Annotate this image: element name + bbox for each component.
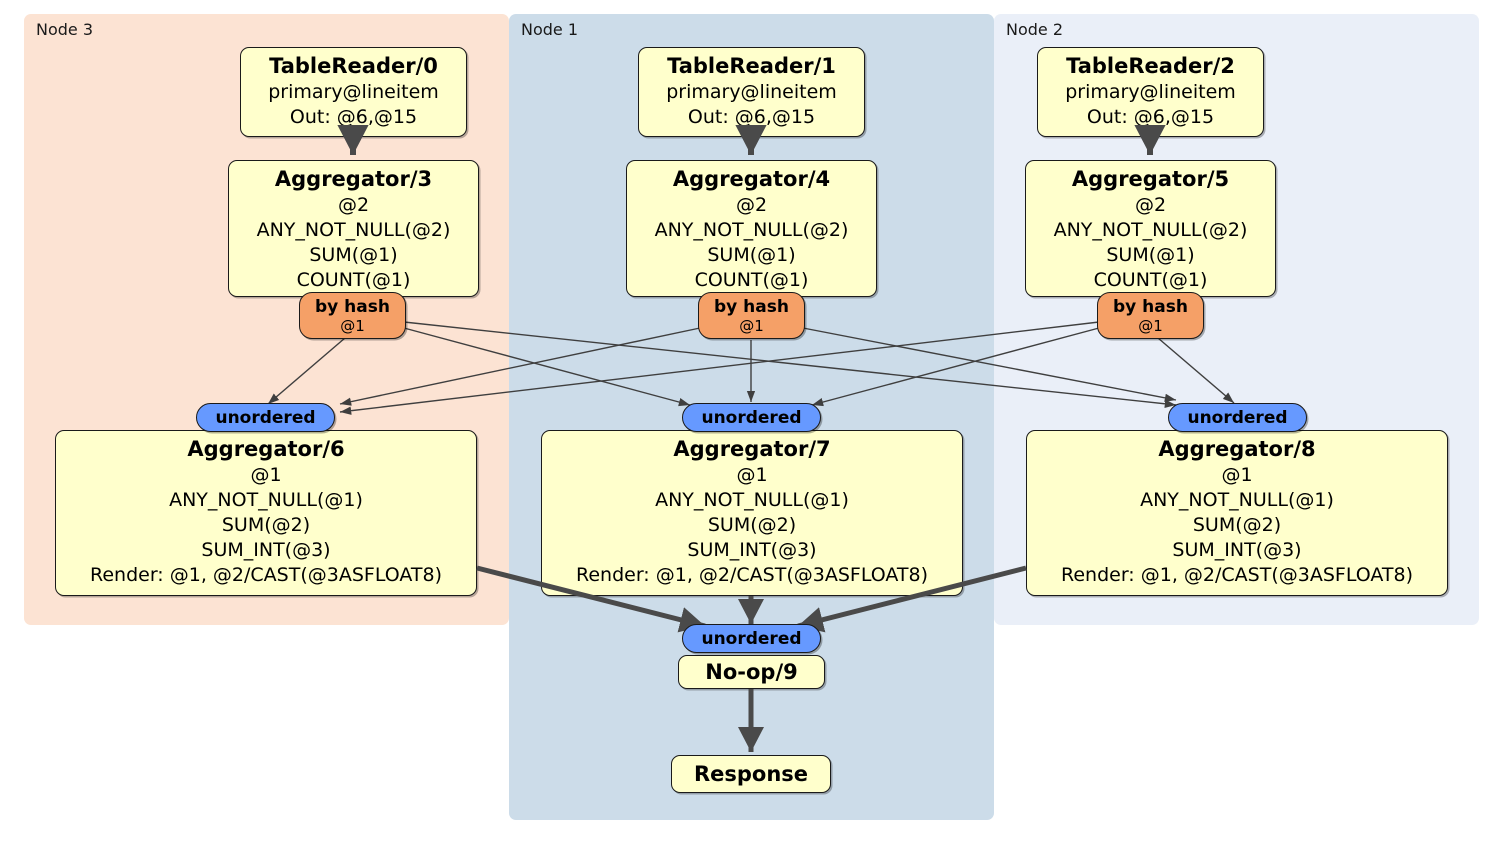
stream-label: unordered [701, 628, 802, 649]
panel-node-3-label: Node 3 [36, 20, 94, 39]
panel-node-1-label: Node 1 [521, 20, 579, 39]
node-line: SUM(@2) [707, 514, 797, 536]
node-line: SUM(@2) [221, 514, 311, 536]
node-line: SUM(@1) [309, 244, 398, 266]
router-title: by hash [1113, 296, 1188, 317]
node-aggregator-7[interactable]: Aggregator/7 @1 ANY_NOT_NULL(@1) SUM(@2)… [541, 430, 963, 596]
node-line: ANY_NOT_NULL(@2) [256, 219, 451, 241]
node-line: SUM_INT(@3) [1172, 539, 1302, 561]
node-line: @1 [736, 464, 768, 486]
node-title: Aggregator/6 [187, 437, 345, 461]
node-aggregator-5[interactable]: Aggregator/5 @2 ANY_NOT_NULL(@2) SUM(@1)… [1025, 160, 1276, 297]
node-title: Aggregator/5 [1071, 167, 1230, 191]
node-line: SUM(@1) [1106, 244, 1195, 266]
node-title: TableReader/1 [667, 54, 836, 78]
node-title: Aggregator/3 [274, 167, 433, 191]
node-line: @1 [250, 464, 282, 486]
stream-unordered-mid[interactable]: unordered [682, 403, 821, 432]
node-aggregator-8[interactable]: Aggregator/8 @1 ANY_NOT_NULL(@1) SUM(@2)… [1026, 430, 1448, 596]
node-tablereader-2[interactable]: TableReader/2 primary@lineitem Out: @6,@… [1037, 47, 1264, 137]
node-line: ANY_NOT_NULL(@2) [654, 219, 849, 241]
stream-label: unordered [701, 407, 802, 428]
node-aggregator-4[interactable]: Aggregator/4 @2 ANY_NOT_NULL(@2) SUM(@1)… [626, 160, 877, 297]
node-line: primary@lineitem [268, 81, 439, 103]
router-subtitle: @1 [739, 316, 764, 335]
router-by-hash-left[interactable]: by hash @1 [299, 292, 406, 339]
node-line: COUNT(@1) [296, 269, 411, 291]
node-title: Aggregator/8 [1158, 437, 1316, 461]
node-line: Render: @1, @2/CAST(@3ASFLOAT8) [1061, 564, 1413, 586]
node-line: @2 [1134, 194, 1167, 216]
node-line: ANY_NOT_NULL(@1) [655, 489, 849, 511]
node-line: Out: @6,@15 [1086, 106, 1215, 128]
node-line: SUM(@2) [1192, 514, 1282, 536]
panel-node-2-label: Node 2 [1006, 20, 1064, 39]
router-subtitle: @1 [1138, 316, 1163, 335]
stream-label: unordered [215, 407, 316, 428]
node-line: @2 [337, 194, 370, 216]
node-line: SUM_INT(@3) [687, 539, 817, 561]
node-line: @1 [1221, 464, 1253, 486]
stream-unordered-left[interactable]: unordered [196, 403, 335, 432]
router-title: by hash [315, 296, 390, 317]
node-title: Aggregator/7 [673, 437, 831, 461]
stream-unordered-final[interactable]: unordered [682, 624, 821, 653]
node-aggregator-3[interactable]: Aggregator/3 @2 ANY_NOT_NULL(@2) SUM(@1)… [228, 160, 479, 297]
node-no-op-9[interactable]: No-op/9 [678, 655, 825, 689]
node-response[interactable]: Response [671, 755, 831, 793]
stream-label: unordered [1187, 407, 1288, 428]
node-line: @2 [735, 194, 768, 216]
router-subtitle: @1 [340, 316, 365, 335]
node-title: TableReader/0 [269, 54, 438, 78]
node-line: primary@lineitem [666, 81, 837, 103]
node-line: ANY_NOT_NULL(@2) [1053, 219, 1248, 241]
node-line: primary@lineitem [1065, 81, 1236, 103]
node-title: No-op/9 [705, 660, 798, 684]
node-line: COUNT(@1) [1093, 269, 1208, 291]
stream-unordered-right[interactable]: unordered [1168, 403, 1307, 432]
node-tablereader-0[interactable]: TableReader/0 primary@lineitem Out: @6,@… [240, 47, 467, 137]
router-by-hash-right[interactable]: by hash @1 [1097, 292, 1204, 339]
node-line: SUM(@1) [707, 244, 796, 266]
node-line: Out: @6,@15 [289, 106, 418, 128]
router-title: by hash [714, 296, 789, 317]
node-title: Response [693, 762, 809, 786]
node-line: COUNT(@1) [694, 269, 809, 291]
node-line: ANY_NOT_NULL(@1) [169, 489, 363, 511]
node-aggregator-6[interactable]: Aggregator/6 @1 ANY_NOT_NULL(@1) SUM(@2)… [55, 430, 477, 596]
router-by-hash-mid[interactable]: by hash @1 [698, 292, 805, 339]
node-title: TableReader/2 [1066, 54, 1235, 78]
node-title: Aggregator/4 [672, 167, 831, 191]
node-line: SUM_INT(@3) [201, 539, 331, 561]
node-line: Render: @1, @2/CAST(@3ASFLOAT8) [90, 564, 442, 586]
node-line: ANY_NOT_NULL(@1) [1140, 489, 1334, 511]
node-line: Render: @1, @2/CAST(@3ASFLOAT8) [576, 564, 928, 586]
node-line: Out: @6,@15 [687, 106, 816, 128]
node-tablereader-1[interactable]: TableReader/1 primary@lineitem Out: @6,@… [638, 47, 865, 137]
